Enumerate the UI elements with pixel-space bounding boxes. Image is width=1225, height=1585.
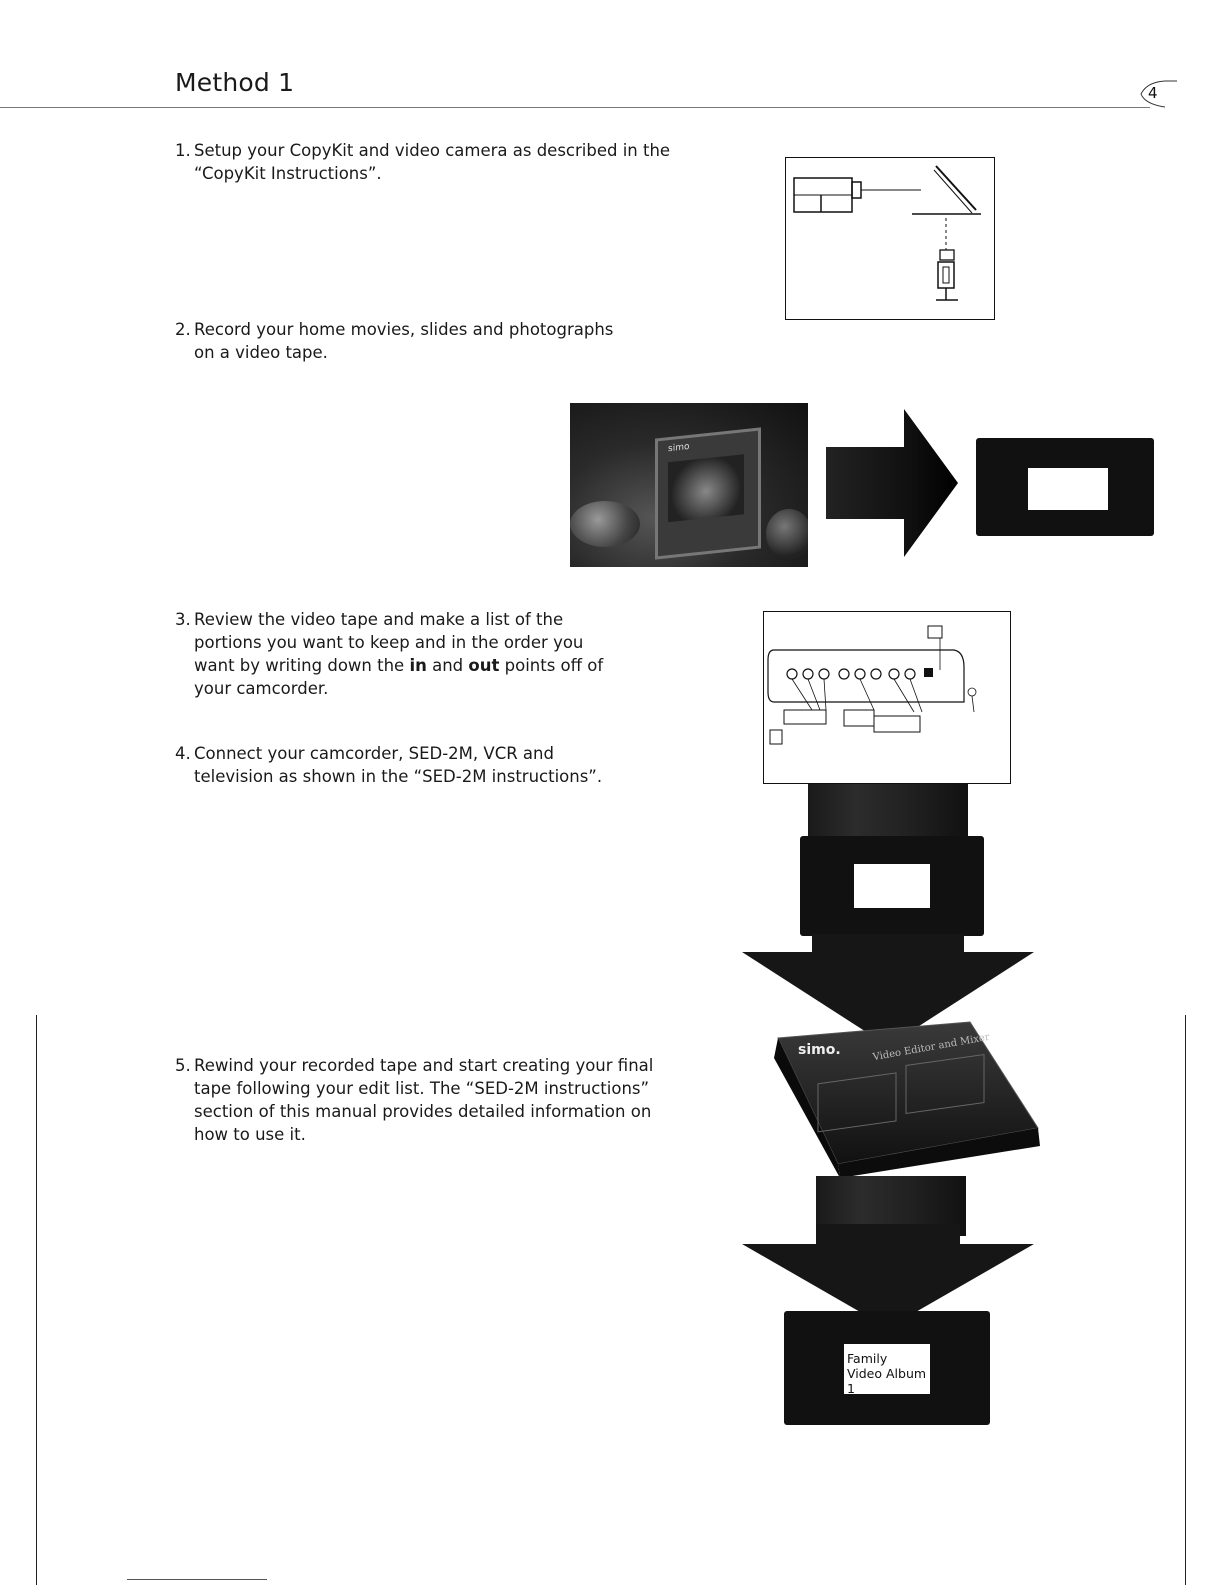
header-rule xyxy=(0,107,1150,108)
source-tape-icon xyxy=(800,836,984,936)
step-text-line: Record your home movies, slides and phot… xyxy=(194,320,614,339)
photo-screen xyxy=(668,454,744,523)
lens-shape xyxy=(766,509,808,559)
tape-label-blank xyxy=(854,864,930,908)
text-segment: want by writing down the xyxy=(194,656,410,675)
tape-label-line: Family xyxy=(847,1351,888,1366)
connection-diagram xyxy=(763,611,1011,784)
step-text-line: tape following your edit list. The “SED-… xyxy=(194,1079,650,1098)
page-number-bracket-icon xyxy=(1140,80,1177,108)
step-text-line: section of this manual provides detailed… xyxy=(194,1102,652,1121)
step-text-line: your camcorder. xyxy=(194,679,329,698)
down-arrow-2 xyxy=(742,1224,1034,1328)
arrow-down-icon xyxy=(742,1224,1034,1328)
step-1: 1.Setup your CopyKit and video camera as… xyxy=(175,139,670,185)
right-margin-line xyxy=(1185,1015,1186,1585)
step-text-line: “CopyKit Instructions”. xyxy=(194,164,382,183)
in-keyword: in xyxy=(409,656,427,675)
step-number: 1. xyxy=(175,141,191,160)
photo-brand: simo xyxy=(668,441,690,455)
step-text-line: television as shown in the “SED-2M instr… xyxy=(194,767,603,786)
step-text-line: Connect your camcorder, SED-2M, VCR and xyxy=(194,744,554,763)
page-title: Method 1 xyxy=(175,68,295,97)
sed2m-wiring-icon xyxy=(767,625,977,745)
tape-label-line: Video Album 1 xyxy=(847,1366,927,1396)
step-text-line: portions you want to keep and in the ord… xyxy=(194,633,584,652)
final-tape-label: Family Video Album 1 xyxy=(844,1344,930,1396)
step-text-line: Setup your CopyKit and video camera as d… xyxy=(194,141,671,160)
right-arrow xyxy=(826,409,958,557)
videotape-icon xyxy=(976,438,1154,536)
left-margin-line xyxy=(36,1015,37,1585)
final-tape-icon: Family Video Album 1 xyxy=(784,1311,990,1425)
bottom-rule xyxy=(127,1579,267,1580)
text-segment: and xyxy=(426,656,469,675)
video-editor-mixer-photo: simo. Video Editor and Mixer xyxy=(760,1018,1046,1178)
step-number: 2. xyxy=(175,320,191,339)
step-3: 3.Review the video tape and make a list … xyxy=(175,608,603,700)
step-number: 5. xyxy=(175,1056,191,1075)
arrow-down-icon xyxy=(742,934,1034,1046)
photo-frame: simo xyxy=(655,427,761,560)
page-number-badge: 4 xyxy=(1135,78,1177,110)
step-text-line: how to use it. xyxy=(194,1125,306,1144)
step-4: 4.Connect your camcorder, SED-2M, VCR an… xyxy=(175,742,602,788)
step-2: 2.Record your home movies, slides and ph… xyxy=(175,318,613,364)
down-arrow-1 xyxy=(742,934,1034,1046)
step-text-line: Rewind your recorded tape and start crea… xyxy=(194,1056,654,1075)
projector-photo: simo xyxy=(570,403,808,567)
step-number: 3. xyxy=(175,610,191,629)
step-text-line: want by writing down the in and out poin… xyxy=(175,654,603,677)
out-keyword: out xyxy=(468,656,500,675)
copykit-setup-diagram xyxy=(785,157,995,320)
mixer-brand: simo. xyxy=(798,1042,841,1058)
text-segment: points off of xyxy=(499,656,604,675)
reel-shape xyxy=(570,501,640,547)
camera-mirror-projector-icon xyxy=(793,165,981,301)
page-number: 4 xyxy=(1148,84,1158,102)
step-5: 5.Rewind your recorded tape and start cr… xyxy=(175,1054,653,1146)
step-text-line: Review the video tape and make a list of… xyxy=(194,610,564,629)
arrow-right-icon xyxy=(826,409,958,557)
step-text-line: on a video tape. xyxy=(194,343,328,362)
step-number: 4. xyxy=(175,744,191,763)
tape-label-blank xyxy=(1028,468,1108,510)
mixer-device-icon xyxy=(774,1021,1040,1178)
